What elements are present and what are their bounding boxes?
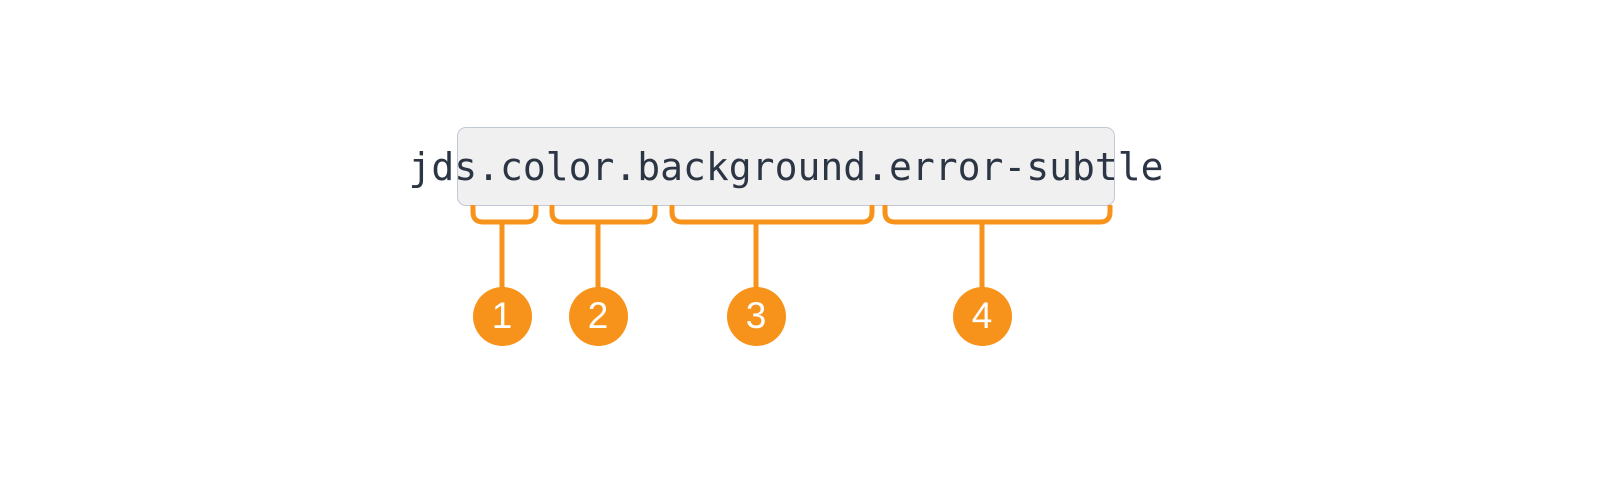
callout-number-3: 3 xyxy=(745,294,767,336)
callout-number-1: 1 xyxy=(491,294,513,336)
segment-bracket-3 xyxy=(669,205,875,225)
callout-number-2: 2 xyxy=(587,294,609,336)
callout-circle-3[interactable]: 3 xyxy=(726,286,786,346)
design-token-box[interactable]: jds.color.background.error-subtle xyxy=(409,127,1164,206)
segment-bracket-4 xyxy=(882,205,1113,225)
segment-bracket-1 xyxy=(470,205,539,225)
segment-bracket-2 xyxy=(549,205,658,225)
callout-circle-2[interactable]: 2 xyxy=(568,286,628,346)
design-token-text: jds.color.background.error-subtle xyxy=(408,144,1164,189)
callout-circle-4[interactable]: 4 xyxy=(952,286,1012,346)
callout-number-4: 4 xyxy=(971,294,993,336)
callout-circle-1[interactable]: 1 xyxy=(472,286,532,346)
